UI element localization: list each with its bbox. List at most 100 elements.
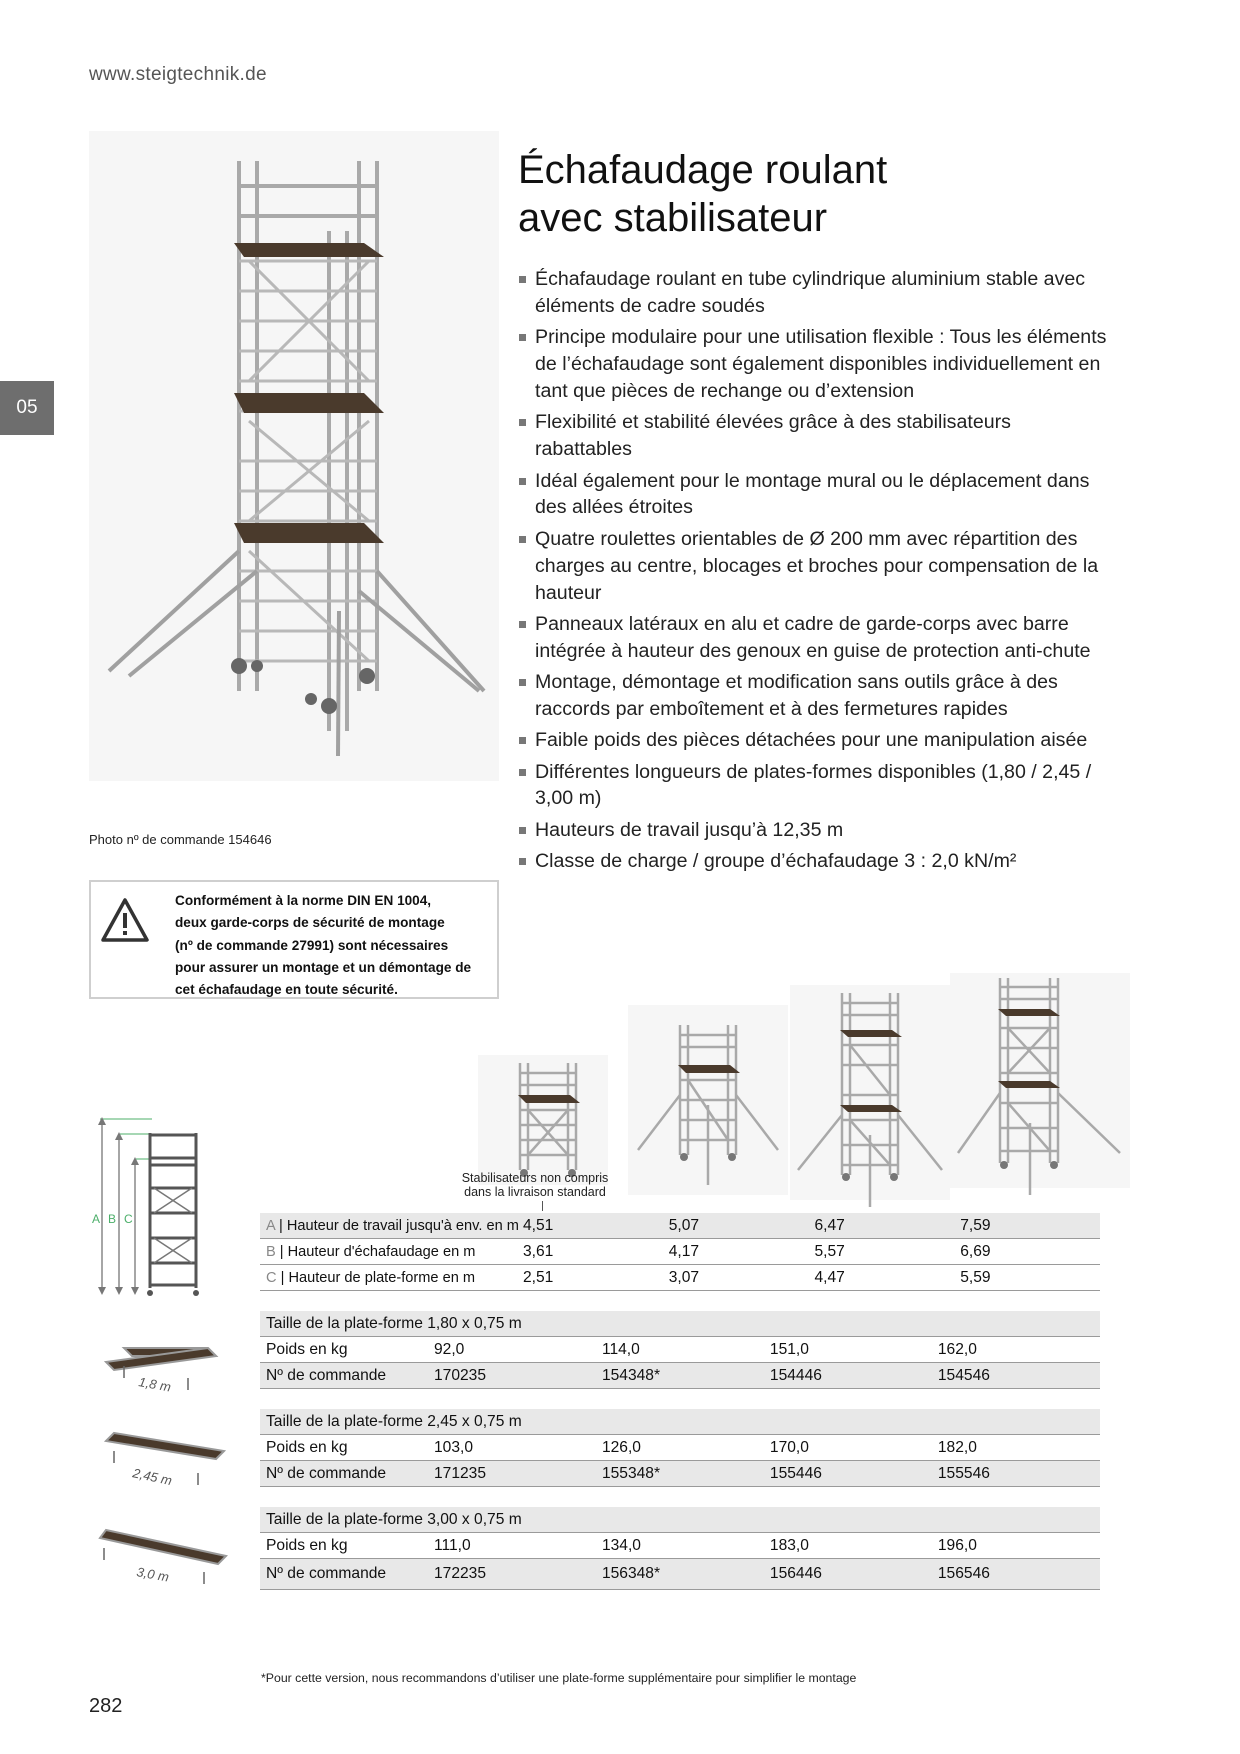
- bullet-icon: [519, 679, 526, 687]
- bullet-icon: [519, 768, 526, 776]
- platform-size-label: Taille de la plate-forme 2,45 x 0,75 m: [260, 1409, 1100, 1435]
- safety-note: Conformément à la norme DIN EN 1004, deu…: [89, 880, 499, 999]
- platform-image-1-8m: 1,8 m: [103, 1346, 219, 1395]
- model-image-1: [478, 1055, 608, 1185]
- safety-line: cet échafaudage en toute sécurité.: [175, 982, 398, 998]
- feature-text: Différentes longueurs de plates-formes d…: [535, 760, 1092, 810]
- table-cell: 4,51: [517, 1213, 663, 1239]
- row-label: Poids en kg: [260, 1434, 428, 1461]
- model-image-2: [628, 1005, 788, 1195]
- table-cell: 126,0: [595, 1434, 764, 1461]
- table-cell: 154348*: [595, 1362, 764, 1389]
- row-label: C | Hauteur de plate-forme en m: [260, 1264, 517, 1291]
- table-row: Poids en kg 92,0 114,0 151,0 162,0: [260, 1336, 1100, 1363]
- table-row: Taille de la plate-forme 2,45 x 0,75 m: [260, 1409, 1100, 1435]
- feature-item: Hauteurs de travail jusqu’à 12,35 m: [517, 817, 1107, 844]
- platform-table-3-00: Taille de la plate-forme 3,00 x 0,75 m P…: [260, 1507, 1100, 1590]
- table-row: Taille de la plate-forme 1,80 x 0,75 m: [260, 1311, 1100, 1337]
- platform-size-label: Taille de la plate-forme 3,00 x 0,75 m: [260, 1507, 1100, 1533]
- row-label-text: | Hauteur de plate-forme en m: [276, 1269, 476, 1286]
- platform-length-label: 3,0 m: [135, 1564, 170, 1584]
- table-cell: 5,59: [954, 1264, 1100, 1291]
- safety-line: pour assurer un montage et un démontage …: [175, 959, 472, 975]
- table-cell: 196,0: [931, 1532, 1100, 1559]
- row-label: A | Hauteur de travail jusqu'à env. en m: [260, 1213, 519, 1239]
- row-letter: B: [266, 1243, 276, 1260]
- feature-text: Hauteurs de travail jusqu’à 12,35 m: [535, 818, 844, 841]
- table-row: Nº de commande 172235 156348* 156446 156…: [260, 1558, 1100, 1590]
- platform-size-label: Taille de la plate-forme 1,80 x 0,75 m: [260, 1311, 1100, 1337]
- platform-image-2-45m: 2,45 m: [103, 1431, 227, 1488]
- table-row: Nº de commande 171235 155348* 155446 155…: [260, 1460, 1100, 1487]
- feature-text: Échafaudage roulant en tube cylindrique …: [535, 268, 1086, 317]
- feature-item: Échafaudage roulant en tube cylindrique …: [517, 266, 1107, 320]
- table-cell: 3,61: [517, 1238, 663, 1265]
- bullet-icon: [519, 535, 526, 543]
- row-label-text: | Hauteur d'échafaudage en m: [275, 1243, 476, 1260]
- table-row: Taille de la plate-forme 3,00 x 0,75 m: [260, 1507, 1100, 1533]
- table-row: B | Hauteur d'échafaudage en m 3,61 4,17…: [260, 1238, 1100, 1265]
- table-cell: 155546: [931, 1460, 1100, 1487]
- table-cell: 4,47: [808, 1264, 955, 1291]
- platform-length-label: 1,8 m: [137, 1374, 172, 1394]
- table-cell: 5,57: [808, 1238, 955, 1265]
- title-line-2: avec stabilisateur: [518, 196, 828, 240]
- table-cell: 154546: [931, 1362, 1100, 1389]
- table-row: Poids en kg 111,0 134,0 183,0 196,0: [260, 1532, 1100, 1559]
- table-row: Nº de commande 170235 154348* 154446 154…: [260, 1362, 1100, 1389]
- dimension-diagram: A B C: [92, 1117, 199, 1296]
- title-line-1: Échafaudage roulant: [518, 148, 888, 192]
- stabilizer-note: Stabilisateurs non compris dans la livra…: [448, 1171, 622, 1199]
- table-cell: 3,07: [662, 1264, 809, 1291]
- table-cell: 156348*: [595, 1558, 764, 1590]
- table-cell: 92,0: [427, 1336, 596, 1363]
- table-cell: 6,47: [808, 1213, 955, 1239]
- stabilizer-note-pointer: [542, 1201, 543, 1211]
- row-label: Poids en kg: [260, 1532, 428, 1559]
- table-cell: 114,0: [595, 1336, 764, 1363]
- photo-caption: Photo nº de commande 154646: [89, 832, 272, 847]
- site-url[interactable]: www.steigtechnik.de: [89, 64, 267, 85]
- table-cell: 4,17: [662, 1238, 809, 1265]
- dimension-letter-a: A: [92, 1212, 100, 1226]
- chapter-tab[interactable]: 05: [0, 381, 54, 435]
- feature-text: Quatre roulettes orientables de Ø 200 mm…: [535, 527, 1099, 604]
- bullet-icon: [519, 276, 526, 283]
- table-cell: 183,0: [763, 1532, 932, 1559]
- model-image-3: [790, 985, 950, 1207]
- page-number: 282: [89, 1695, 123, 1717]
- table-cell: 154446: [763, 1362, 932, 1389]
- row-label: Nº de commande: [260, 1558, 428, 1590]
- safety-line: Conformément à la norme DIN EN 1004,: [175, 893, 432, 908]
- table-cell: 156546: [931, 1558, 1100, 1590]
- table-cell: 155348*: [595, 1460, 764, 1487]
- feature-item: Principe modulaire pour une utilisation …: [517, 324, 1107, 405]
- feature-item: Différentes longueurs de plates-formes d…: [517, 759, 1107, 813]
- table-row: A | Hauteur de travail jusqu'à env. en m…: [260, 1213, 1100, 1239]
- table-cell: 162,0: [931, 1336, 1100, 1363]
- table-cell: 134,0: [595, 1532, 764, 1559]
- feature-text: Panneaux latéraux en alu et cadre de gar…: [535, 612, 1091, 662]
- feature-item: Idéal également pour le montage mural ou…: [517, 468, 1107, 522]
- row-label: Poids en kg: [260, 1336, 428, 1363]
- table-cell: 171235: [427, 1460, 596, 1487]
- table-cell: 182,0: [931, 1434, 1100, 1461]
- table-cell: 172235: [427, 1558, 596, 1590]
- table-cell: 5,07: [662, 1213, 809, 1239]
- table-cell: 170,0: [763, 1434, 932, 1461]
- table-cell: 7,59: [954, 1213, 1100, 1239]
- stabilizer-note-line: Stabilisateurs non compris: [461, 1171, 609, 1185]
- bullet-icon: [519, 858, 526, 866]
- table-cell: 2,51: [517, 1264, 663, 1291]
- safety-text: Conformément à la norme DIN EN 1004, deu…: [175, 890, 495, 1001]
- feature-item: Faible poids des pièces détachées pour u…: [517, 727, 1107, 754]
- platform-table-2-45: Taille de la plate-forme 2,45 x 0,75 m P…: [260, 1409, 1100, 1487]
- row-label: Nº de commande: [260, 1362, 428, 1389]
- table-cell: 151,0: [763, 1336, 932, 1363]
- feature-item: Classe de charge / groupe d’échafaudage …: [517, 848, 1107, 875]
- table-row: Poids en kg 103,0 126,0 170,0 182,0: [260, 1434, 1100, 1461]
- table-cell: 156446: [763, 1558, 932, 1590]
- model-image-4: [950, 973, 1130, 1195]
- platform-table-1-80: Taille de la plate-forme 1,80 x 0,75 m P…: [260, 1311, 1100, 1389]
- row-label-text: | Hauteur de travail jusqu'à env. en m: [274, 1217, 519, 1234]
